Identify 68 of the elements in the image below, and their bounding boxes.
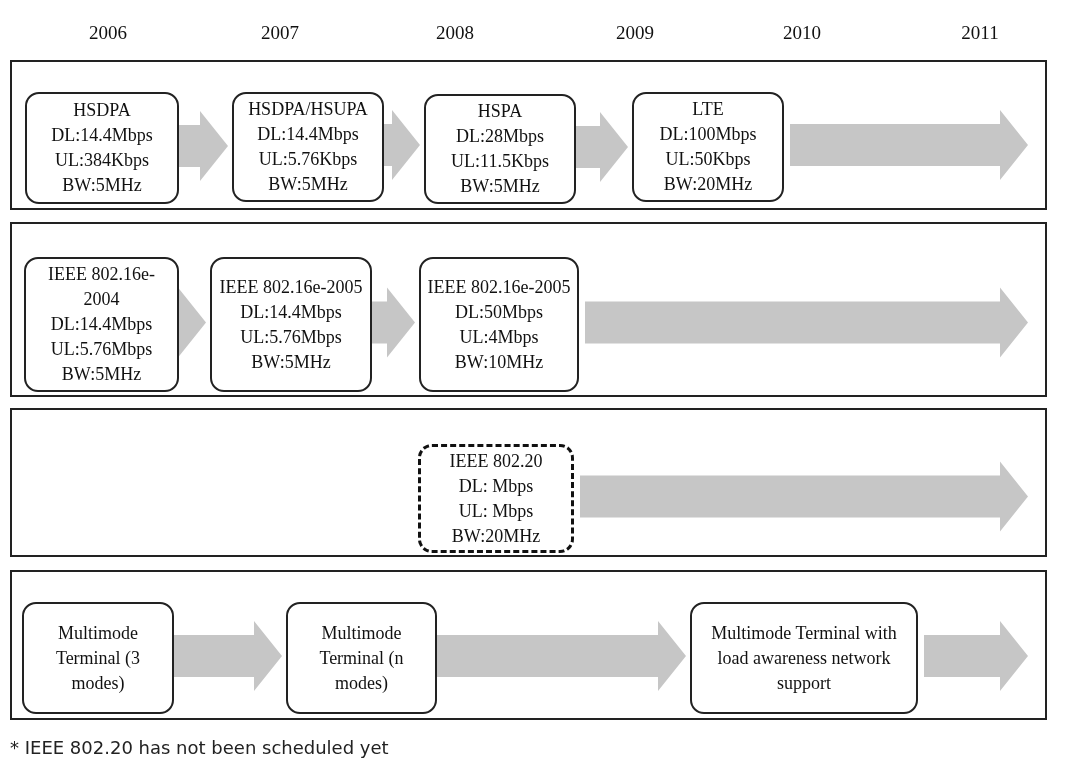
block-arrow <box>585 287 1028 358</box>
box-text: IEEE 802.16e-2005 <box>427 275 571 299</box>
row-panel <box>10 60 1047 210</box>
block-arrow <box>437 621 686 691</box>
box-text: BW:5MHz <box>251 350 331 374</box>
box-text: UL:4Mbps <box>459 325 539 349</box>
technology-box <box>24 257 179 392</box>
technology-box <box>419 257 579 392</box>
technology-box <box>232 92 384 202</box>
box-text: HSPA <box>477 100 523 123</box>
box-text: DL:14.4Mbps <box>51 124 153 147</box>
box-text: BW:5MHz <box>460 175 540 198</box>
box-text: BW:10MHz <box>454 350 544 374</box>
block-arrow <box>179 111 228 181</box>
box-text: IEEE 802.20 <box>449 449 543 473</box>
block-arrow <box>580 461 1028 532</box>
box-text: BW:20MHz <box>451 524 541 548</box>
box-text: Multimode Terminal with load awareness network support <box>710 621 898 695</box>
box-text: UL:384Kbps <box>55 149 149 172</box>
box-text: LTE <box>692 98 724 121</box>
box-text: BW:20MHz <box>663 173 753 196</box>
box-text: DL:14.4Mbps <box>240 300 342 324</box>
year-label: 2010 <box>782 22 822 44</box>
box-text: DL: Mbps <box>458 474 534 498</box>
technology-box <box>418 444 574 553</box>
technology-box <box>210 257 372 392</box>
technology-box <box>25 92 179 204</box>
block-arrow <box>174 621 282 691</box>
row-panel <box>10 408 1047 557</box>
box-text: DL:14.4Mbps <box>50 313 153 336</box>
box-text: BW:5MHz <box>268 173 348 196</box>
box-text: Multimode Terminal (n modes) <box>318 621 405 695</box>
box-text: IEEE 802.16e-2004 <box>47 263 156 311</box>
technology-box <box>690 602 918 714</box>
box-text: UL: Mbps <box>458 499 534 523</box>
row-panel <box>10 222 1047 397</box>
box-text: IEEE 802.16e-2005 <box>219 275 363 299</box>
box-text: UL:11.5Kbps <box>451 150 549 173</box>
box-text: DL:14.4Mbps <box>257 123 359 146</box>
box-text: UL:5.76Mbps <box>240 325 342 349</box>
year-label: 2006 <box>88 22 128 44</box>
box-text: DL:50Mbps <box>455 300 543 324</box>
technology-box <box>632 92 784 202</box>
box-text: UL:5.76Mbps <box>50 338 153 361</box>
year-label: 2009 <box>615 22 655 44</box>
box-text: HSDPA/HSUPA <box>248 98 368 121</box>
box-text: BW:5MHz <box>61 363 142 386</box>
box-text: DL:28Mbps <box>456 125 544 148</box>
block-arrow <box>384 110 420 180</box>
year-label: 2007 <box>260 22 300 44</box>
year-label: 2008 <box>435 22 475 44</box>
block-arrow <box>178 287 206 358</box>
year-label: 2011 <box>960 22 1000 44</box>
block-arrow <box>576 112 628 182</box>
technology-box <box>22 602 174 714</box>
box-text: UL:50Kbps <box>665 148 751 171</box>
block-arrow <box>924 621 1028 691</box>
block-arrow <box>372 287 415 358</box>
box-text: UL:5.76Kbps <box>258 148 358 171</box>
box-text: BW:5MHz <box>62 174 142 197</box>
block-arrow <box>790 110 1028 180</box>
technology-box <box>424 94 576 204</box>
box-text: HSDPA <box>73 99 131 122</box>
technology-box <box>286 602 437 714</box>
row-panel <box>10 570 1047 720</box>
box-text: DL:100Mbps <box>659 123 757 146</box>
footnote: * IEEE 802.20 has not been scheduled yet <box>10 737 389 758</box>
box-text: Multimode Terminal (3 modes) <box>54 621 142 695</box>
